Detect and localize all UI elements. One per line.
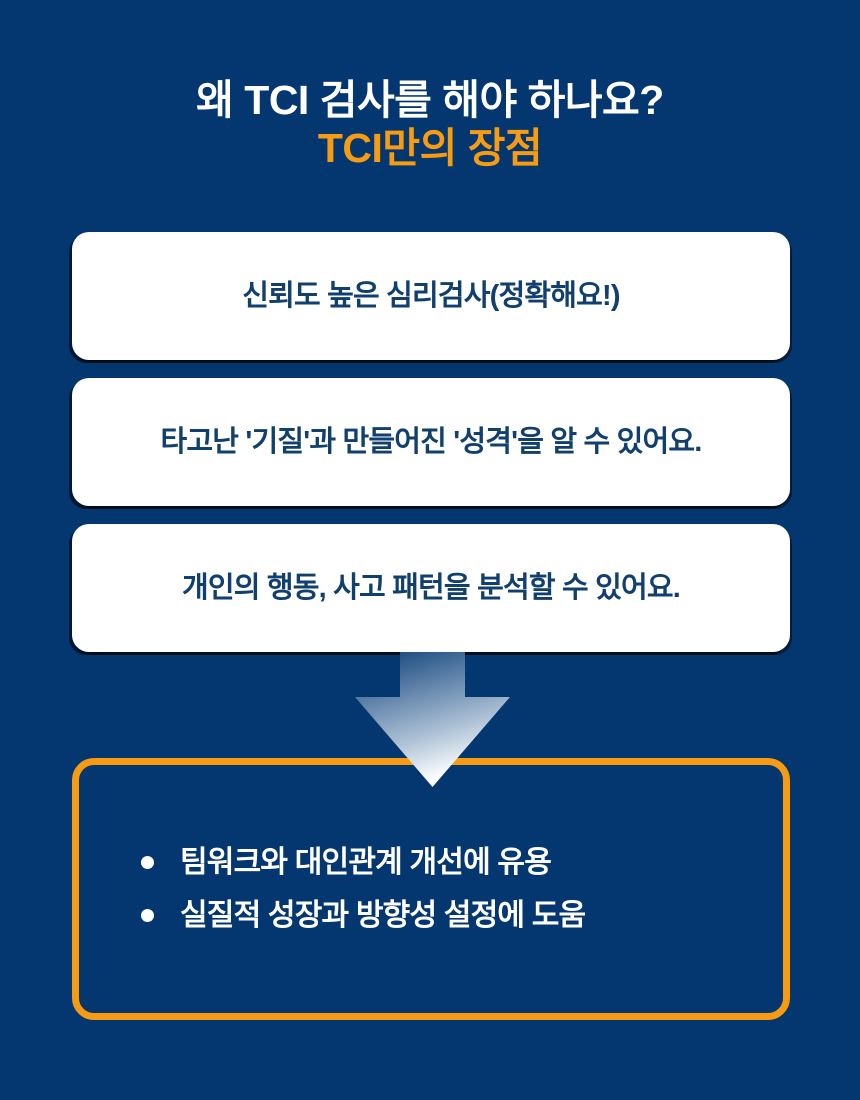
feature-card-label: 개인의 행동, 사고 패턴을 분석할 수 있어요. [181,571,681,604]
benefit-label: 실질적 성장과 방향성 설정에 도움 [180,899,586,932]
feature-card: 타고난 '기질'과 만들어진 '성격'을 알 수 있어요. [72,378,790,506]
list-item: 실질적 성장과 방향성 설정에 도움 [141,897,783,935]
arrow-down-icon [355,652,510,787]
highlight-box: 팀워크와 대인관계 개선에 유용 실질적 성장과 방향성 설정에 도움 [72,758,790,1020]
benefit-label: 팀워크와 대인관계 개선에 유용 [180,845,552,879]
bullet-dot-icon [141,855,154,869]
feature-card-label: 타고난 '기질'과 만들어진 '성격'을 알 수 있어요. [160,425,702,458]
feature-card-list: 신뢰도 높은 심리검사(정확해요!) 타고난 '기질'과 만들어진 '성격'을 … [72,232,790,670]
title-primary-line: 왜 TCI 검사를 해야 하나요? [196,77,664,123]
bullet-dot-icon [141,909,154,923]
feature-card: 개인의 행동, 사고 패턴을 분석할 수 있어요. [72,524,790,652]
feature-card: 신뢰도 높은 심리검사(정확해요!) [72,232,790,360]
benefit-list: 팀워크와 대인관계 개선에 유용 실질적 성장과 방향성 설정에 도움 [79,844,783,935]
list-item: 팀워크와 대인관계 개선에 유용 [141,844,783,882]
title-accent-line: TCI만의 장점 [317,124,543,171]
feature-card-label: 신뢰도 높은 심리검사(정확해요!) [242,279,620,312]
page-title: 왜 TCI 검사를 해야 하나요? TCI만의 장점 [0,77,860,172]
